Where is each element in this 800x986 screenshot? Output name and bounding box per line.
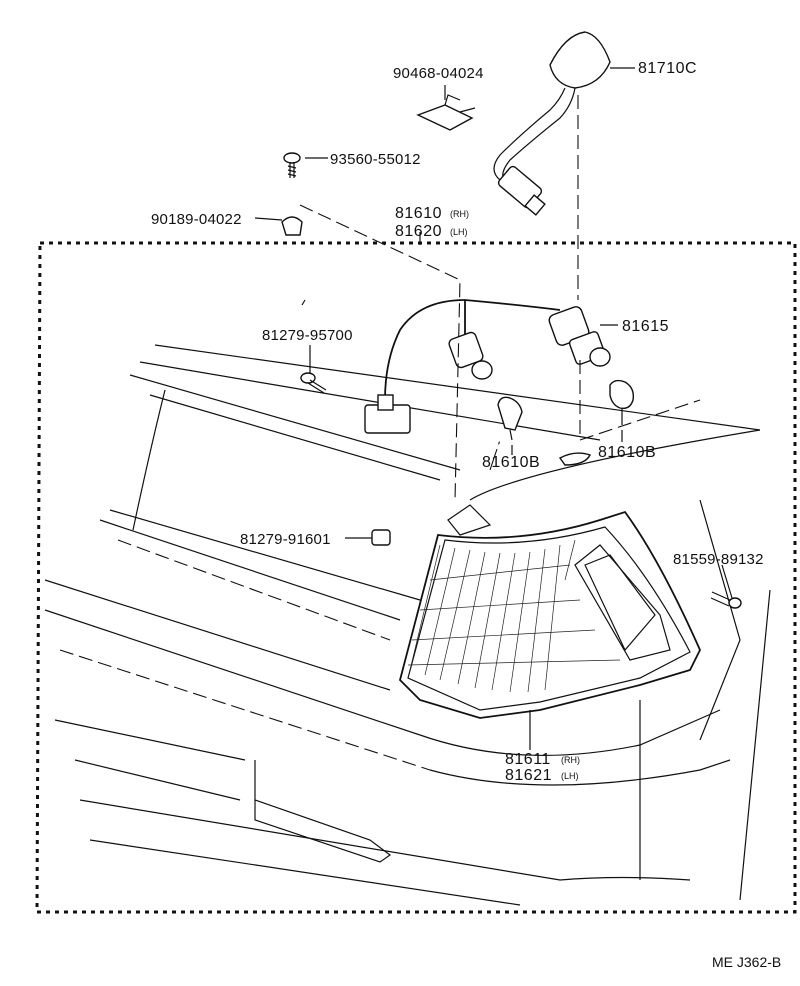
lens-hatching [407,539,621,693]
label-93560-55012: 93560-55012 [330,151,421,168]
vehicle-body-outline [44,344,771,906]
label-81610b-left: 81610B [482,454,540,471]
label-90468-04024: 90468-04024 [393,65,484,82]
label-81279-91601: 81279-91601 [240,531,331,548]
socket-left [448,331,493,380]
screw-81279-95700 [300,372,327,394]
label-81620-lh: (LH) [450,227,468,237]
socket-right [548,306,611,367]
socket-wire-harness [364,299,611,434]
label-81621-lh: (LH) [561,771,579,781]
leader-lines [254,67,733,750]
label-81610-rh: (RH) [450,209,469,219]
label-81610: 81610 [395,205,442,222]
label-81611-rh: (RH) [561,755,580,765]
side-marker-lamp [493,31,611,216]
label-81279-95700: 81279-95700 [262,327,353,344]
label-81610b-right: 81610B [598,444,656,461]
assembly-frame [35,241,797,914]
label-81611: 81611 [505,751,551,768]
bulb-left [497,396,523,441]
gasket-shape [558,452,591,466]
bulb-right [609,379,635,425]
screw-93560 [283,152,301,178]
label-90189-04022: 90189-04022 [151,211,242,228]
label-81710c: 81710C [638,60,697,77]
reference-code: ME J362-B [712,954,781,970]
label-81615: 81615 [622,318,669,335]
label-81559-89132: 81559-89132 [673,551,764,568]
clip-part [416,94,476,131]
nut-81279-91601 [371,529,391,546]
label-81621: 81621 [505,767,552,784]
screw-81559 [710,591,742,609]
assembly-guide-lines [299,95,581,501]
corner-lamp-assembly [398,504,701,719]
clip-90189 [281,216,303,236]
label-81620: 81620 [395,223,442,240]
